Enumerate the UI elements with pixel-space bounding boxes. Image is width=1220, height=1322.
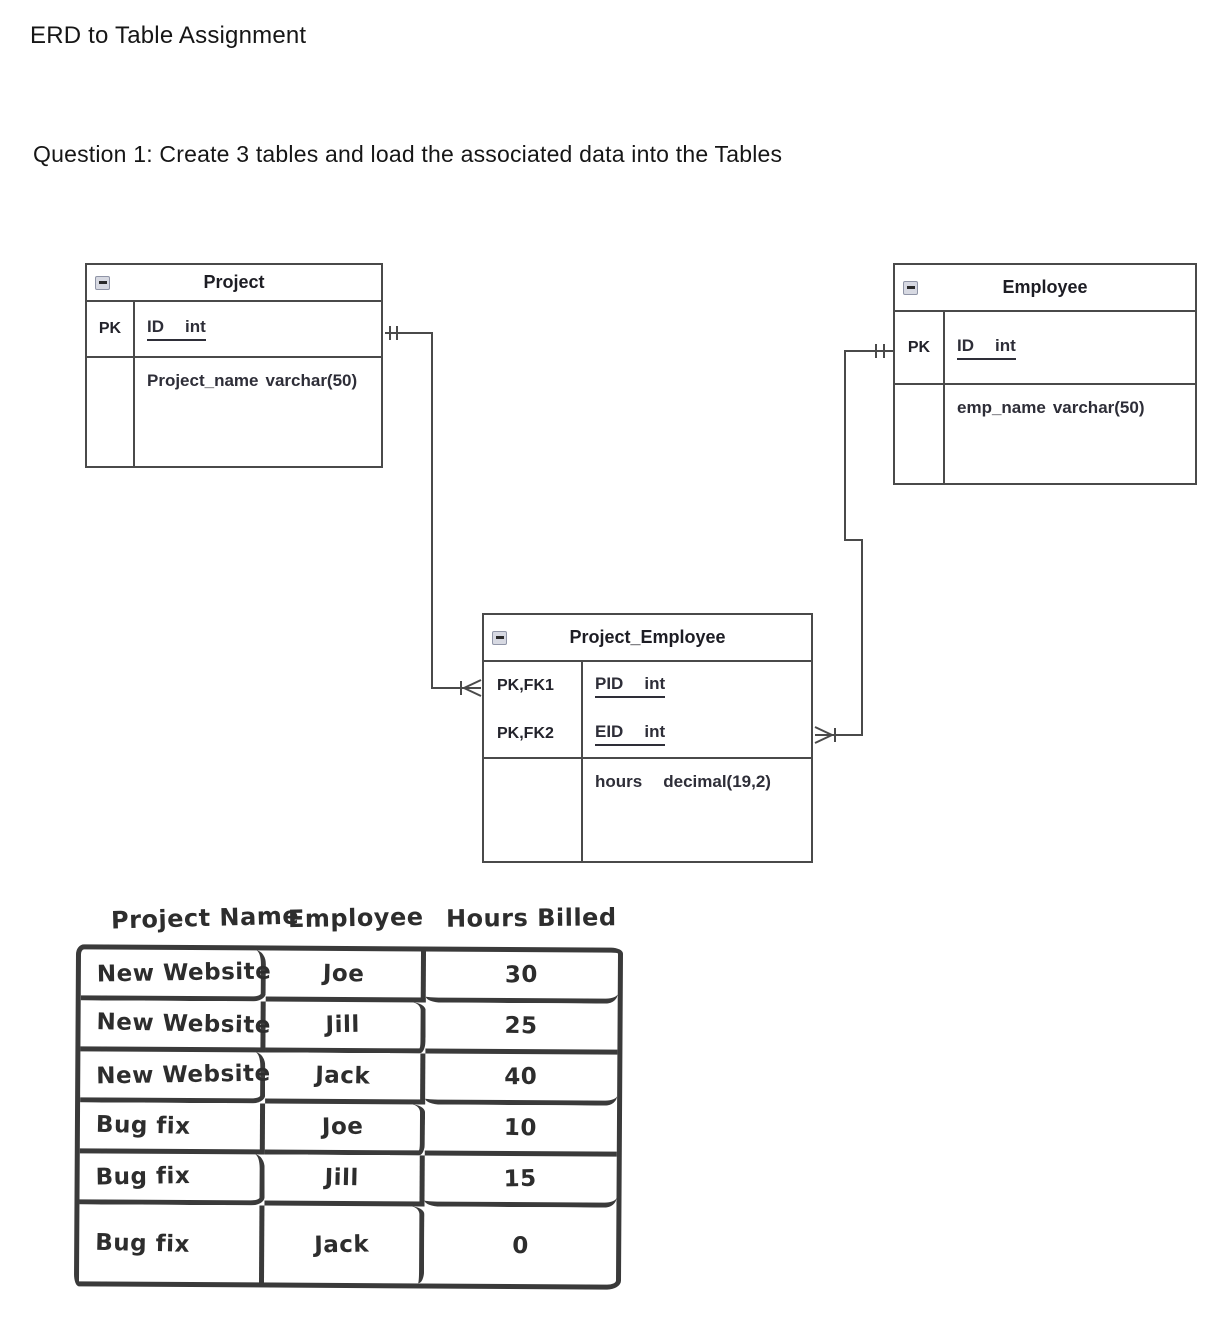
- entity-header: Project: [87, 265, 381, 302]
- attribute-cell: ID int: [945, 312, 1195, 383]
- hand-table-cell: 10: [424, 1104, 618, 1157]
- pk-section: PK,FK1 PID int PK,FK2 EID int: [484, 662, 811, 759]
- hand-column-header-hours-billed: Hours Billed: [445, 903, 617, 933]
- entity-project: Project PK ID int Project_name varchar(5…: [85, 263, 383, 468]
- hand-table-cell: Joe: [264, 1103, 426, 1156]
- entity-header: Project_Employee: [484, 615, 811, 662]
- attribute-row: PK,FK2 EID int: [484, 710, 811, 758]
- hand-table-cell: Joe: [265, 950, 427, 1003]
- attribute-cell: Project_name varchar(50): [135, 358, 381, 466]
- attribute-type: int: [995, 335, 1016, 355]
- attribute-name: ID: [957, 335, 974, 355]
- key-cell: [895, 385, 945, 483]
- attributes-section: hours decimal(19,2): [484, 759, 811, 861]
- hand-table-grid: New Website Joe 30 New Website Jill 25 N…: [73, 944, 624, 1290]
- attribute-type: decimal(19,2): [663, 772, 771, 791]
- pk-section: PK ID int: [87, 302, 381, 358]
- attribute-type: int: [185, 317, 206, 336]
- hand-table-cell: Jack: [263, 1205, 425, 1284]
- collapse-minus-icon: [95, 275, 110, 290]
- key-cell: PK: [895, 312, 945, 383]
- hand-table-cell: New Website: [80, 949, 271, 1002]
- entity-header: Employee: [895, 265, 1195, 312]
- attribute-row: PK,FK1 PID int: [484, 662, 811, 710]
- key-cell: [87, 358, 135, 466]
- collapse-minus-icon: [903, 280, 918, 295]
- connector-employee-to-project-employee: [814, 344, 893, 744]
- one-cardinality-ticks: [875, 344, 885, 358]
- attributes-section: emp_name varchar(50): [895, 385, 1195, 483]
- entity-title: Project_Employee: [569, 627, 726, 647]
- hand-table-cell: 25: [425, 1002, 618, 1055]
- key-cell: PK,FK1: [484, 662, 583, 710]
- attribute-name: emp_name: [957, 398, 1046, 417]
- hand-table-cell: 40: [425, 1053, 618, 1106]
- attribute-name: Project_name: [147, 371, 259, 390]
- hand-table-cell: Jill: [264, 1154, 425, 1207]
- collapse-minus-icon: [492, 630, 507, 645]
- attribute-name: ID: [147, 317, 164, 336]
- hand-table-cell: 0: [511, 1232, 529, 1259]
- attribute-name: hours: [595, 772, 643, 791]
- hand-column-header-project-name: Project Name: [110, 901, 300, 935]
- hand-table-cell: New Website: [80, 1051, 271, 1104]
- entity-employee: Employee PK ID int emp_name varchar(50): [893, 263, 1197, 485]
- attribute-name: PID: [595, 674, 624, 693]
- attribute-cell: PID int: [583, 662, 811, 710]
- hand-table-cell: 15: [424, 1155, 617, 1208]
- hand-table-cell: Jill: [265, 1001, 426, 1054]
- attribute-name: EID: [595, 722, 624, 741]
- entity-title: Employee: [1002, 277, 1088, 297]
- hand-table-cell: Bug fix: [78, 1204, 265, 1283]
- connector-project-to-project-employee: [385, 326, 482, 697]
- hand-table-cell: Jack: [265, 1052, 426, 1105]
- pk-section: PK ID int: [895, 312, 1195, 385]
- hand-table-cell: Bug fix: [79, 1102, 266, 1155]
- hand-table-cell: New Website: [80, 1000, 271, 1053]
- page-title: ERD to Table Assignment: [30, 22, 307, 49]
- question-text: Question 1: Create 3 tables and load the…: [33, 141, 783, 167]
- hand-table-cell: 30: [425, 951, 619, 1004]
- attribute-cell: hours decimal(19,2): [583, 759, 811, 861]
- attribute-cell: EID int: [583, 710, 811, 758]
- key-cell: PK: [87, 302, 135, 356]
- attribute-cell: emp_name varchar(50): [945, 385, 1195, 483]
- hand-column-header-employee: Employee: [287, 902, 424, 934]
- key-cell: [484, 759, 583, 861]
- entity-title: Project: [203, 272, 265, 292]
- attribute-type: int: [644, 722, 666, 741]
- attributes-section: Project_name varchar(50): [87, 358, 381, 466]
- attribute-cell: ID int: [135, 302, 381, 356]
- one-cardinality-ticks: [389, 326, 398, 340]
- attribute-type: varchar(50): [1052, 398, 1145, 417]
- attribute-type: varchar(50): [265, 371, 358, 390]
- attribute-type: int: [644, 674, 666, 693]
- hand-table-cell: Bug fix: [79, 1153, 265, 1206]
- entity-project-employee: Project_Employee PK,FK1 PID int PK,FK2 E…: [482, 613, 813, 863]
- crow-foot-many-icon: [814, 726, 836, 744]
- key-cell: PK,FK2: [484, 710, 583, 758]
- crow-foot-many-icon: [460, 679, 482, 697]
